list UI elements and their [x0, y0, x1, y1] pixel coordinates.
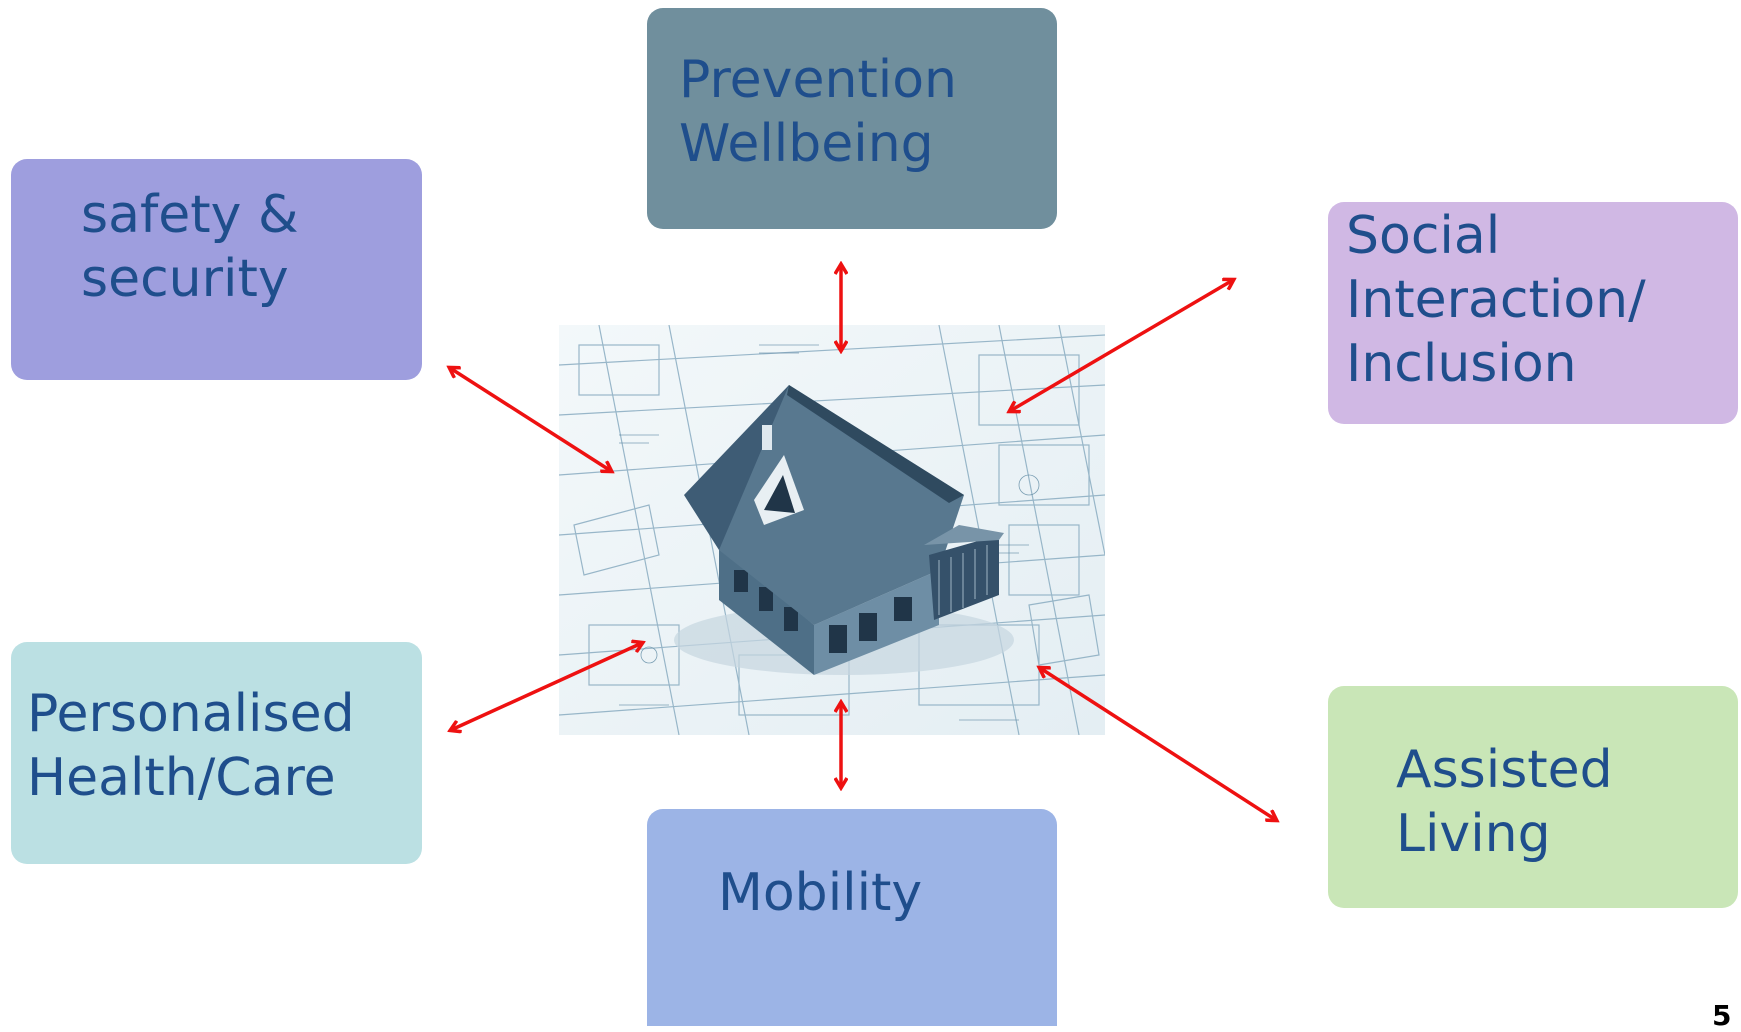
arrow-social [1010, 280, 1233, 411]
arrow-safety [450, 368, 611, 471]
box-label-line: Interaction/ [1346, 270, 1646, 330]
box-label-line: Social [1346, 206, 1501, 266]
box-label-line: Mobility [718, 863, 923, 923]
arrow-assisted [1040, 668, 1276, 820]
assisted-living-box: Assisted Living [1328, 686, 1738, 908]
box-label-line: Wellbeing [679, 114, 934, 174]
box-label-line: Assisted [1396, 740, 1613, 800]
box-label-line: Personalised [27, 684, 355, 744]
box-label-line: security [81, 249, 289, 309]
safety-security-box: safety & security [11, 159, 422, 380]
box-label-line: Prevention [679, 50, 958, 110]
box-label-line: Inclusion [1346, 334, 1577, 394]
page-number: 5 [1712, 999, 1732, 1032]
arrow-health [451, 643, 642, 730]
box-label-line: Health/Care [27, 748, 336, 808]
box-label-line: safety & [81, 185, 299, 245]
personalised-health-box: Personalised Health/Care [11, 642, 422, 864]
social-interaction-box: Social Interaction/ Inclusion [1328, 202, 1738, 424]
box-label-line: Living [1396, 804, 1551, 864]
mobility-box: Mobility [647, 809, 1057, 1026]
prevention-wellbeing-box: Prevention Wellbeing [647, 8, 1057, 229]
